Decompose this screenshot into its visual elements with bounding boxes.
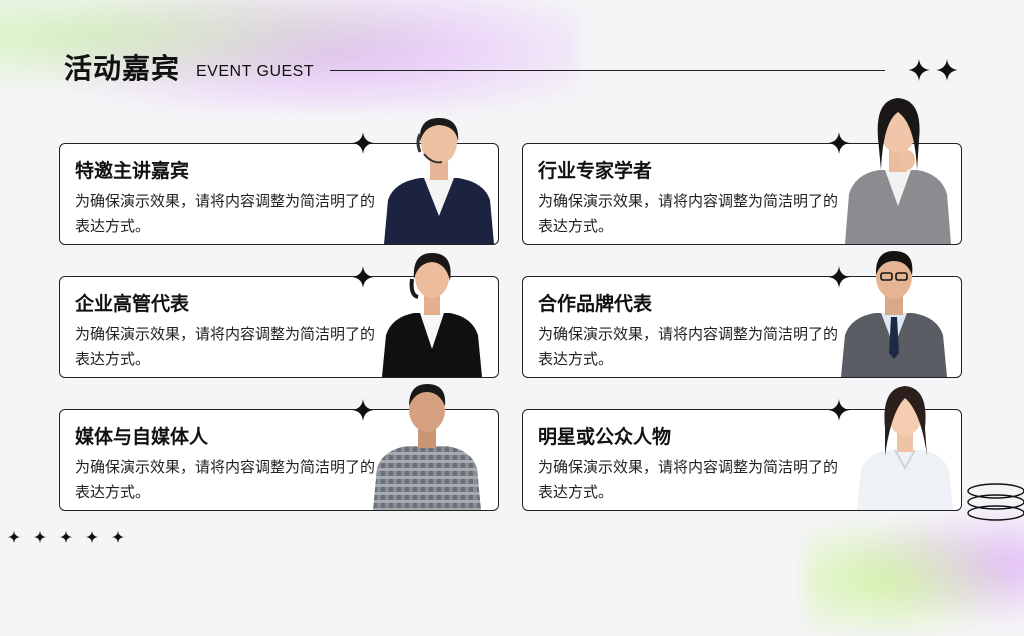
card-description: 为确保演示效果，请将内容调整为简洁明了的表达方式。 xyxy=(75,192,376,235)
card-description: 为确保演示效果，请将内容调整为简洁明了的表达方式。 xyxy=(75,458,376,501)
guest-card: 特邀主讲嘉宾 为确保演示效果，请将内容调整为简洁明了的表达方式。 xyxy=(59,118,499,245)
portrait-photo xyxy=(857,382,953,510)
card-description: 为确保演示效果，请将内容调整为简洁明了的表达方式。 xyxy=(538,458,839,501)
card-title: 合作品牌代表 xyxy=(538,293,653,315)
card-description: 为确保演示效果，请将内容调整为简洁明了的表达方式。 xyxy=(538,325,839,368)
page-subtitle: EVENT GUEST xyxy=(196,63,315,80)
guest-card: 行业专家学者 为确保演示效果，请将内容调整为简洁明了的表达方式。 xyxy=(522,98,962,245)
gradient-glow-top xyxy=(0,0,580,110)
guest-card: 合作品牌代表 为确保演示效果，请将内容调整为简洁明了的表达方式。 xyxy=(522,251,962,378)
portrait-photo xyxy=(841,247,947,377)
sparkle-icon xyxy=(828,399,850,421)
card-title: 明星或公众人物 xyxy=(538,426,672,448)
rings-decoration xyxy=(964,482,1024,526)
sparkle-icon xyxy=(352,132,374,154)
portrait-photo xyxy=(845,94,951,244)
card-title: 特邀主讲嘉宾 xyxy=(75,160,190,182)
sparkle-icon xyxy=(936,59,958,81)
sparkle-icon xyxy=(908,59,930,81)
card-title: 媒体与自媒体人 xyxy=(75,426,209,448)
portrait-photo xyxy=(373,380,481,510)
sparkle-row xyxy=(8,530,124,543)
card-description: 为确保演示效果，请将内容调整为简洁明了的表达方式。 xyxy=(75,325,376,368)
sparkle-icon xyxy=(828,266,850,288)
guest-card: 明星或公众人物 为确保演示效果，请将内容调整为简洁明了的表达方式。 xyxy=(522,386,962,511)
sparkle-icon xyxy=(112,530,124,543)
card-description: 为确保演示效果，请将内容调整为简洁明了的表达方式。 xyxy=(538,192,839,235)
guest-card: 媒体与自媒体人 为确保演示效果，请将内容调整为简洁明了的表达方式。 xyxy=(59,384,499,511)
page-title: 活动嘉宾 xyxy=(64,52,181,85)
sparkle-icon xyxy=(828,132,850,154)
sparkle-icon xyxy=(352,399,374,421)
card-title: 企业高管代表 xyxy=(75,293,190,315)
guest-card: 企业高管代表 为确保演示效果，请将内容调整为简洁明了的表达方式。 xyxy=(59,253,499,378)
portrait-photo xyxy=(384,112,494,244)
sparkle-icon xyxy=(352,266,374,288)
card-title: 行业专家学者 xyxy=(538,160,653,182)
header-divider xyxy=(330,70,885,71)
sparkle-icon xyxy=(34,530,46,543)
sparkle-icon xyxy=(8,530,20,543)
sparkle-icon xyxy=(60,530,72,543)
portrait-photo xyxy=(382,249,482,377)
sparkle-icon xyxy=(86,530,98,543)
